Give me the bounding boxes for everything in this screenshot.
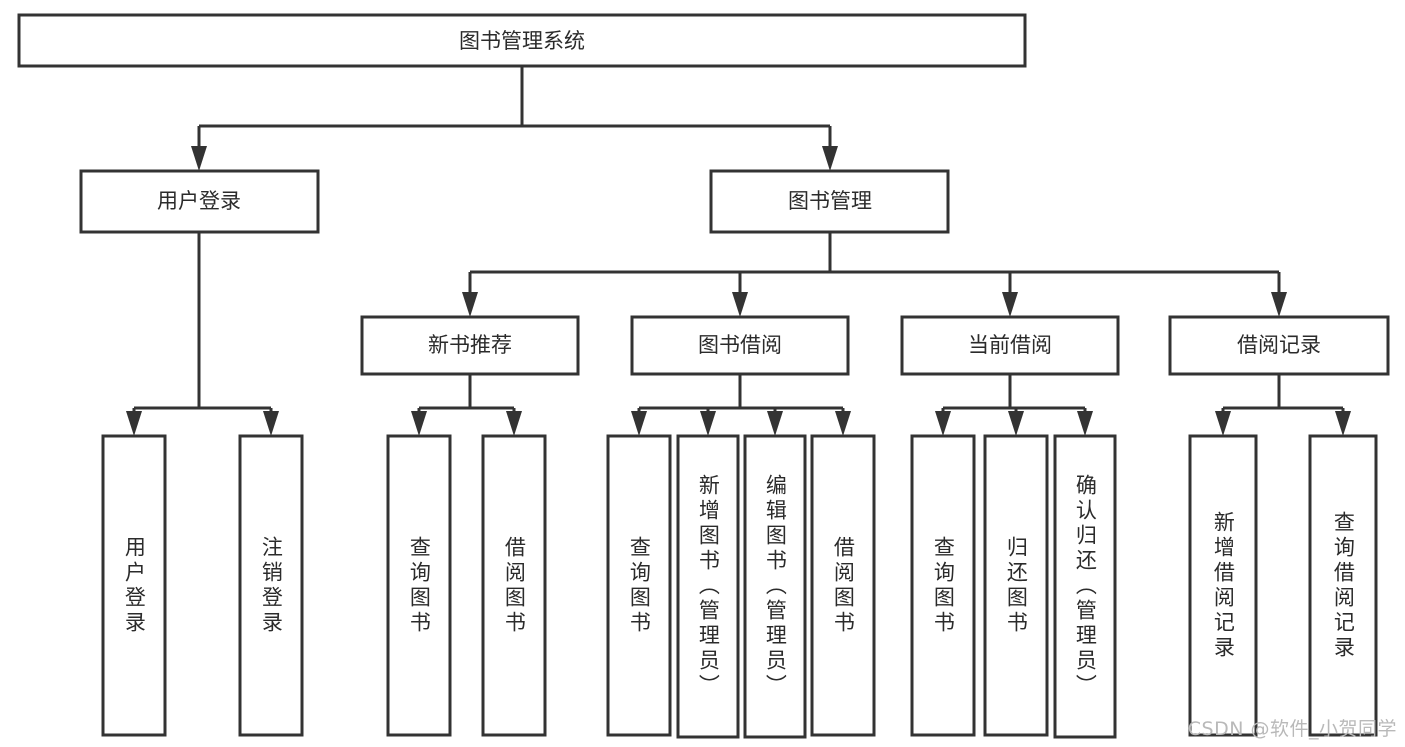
leaf-confirm-return-box[interactable] [1053,434,1117,739]
arrow-head-icon [506,411,522,436]
connector-currentborrow-to-leaves [935,374,1093,436]
leaf-return-book-box[interactable] [983,434,1049,737]
leaf-query-book-b-box[interactable] [606,434,672,737]
node-book-borrow-box[interactable] [630,315,850,376]
connector-userlogin-to-leaves [126,232,279,436]
arrow-head-icon [1077,411,1093,436]
node-current-borrow[interactable]: 当前借阅 [900,315,1120,376]
arrow-head-icon [1002,292,1018,317]
arrow-head-icon [191,146,207,171]
leaf-user-login-box[interactable] [101,434,167,737]
connector-root-to-level2 [191,66,838,171]
leaf-add-book-box[interactable] [676,434,740,739]
node-new-book-recommend[interactable]: 新书推荐 [360,315,580,376]
leaf-query-book-c-box[interactable] [910,434,976,737]
node-root-label: 图书管理系统 [459,29,585,53]
arrow-head-icon [767,411,783,436]
node-borrow-record[interactable]: 借阅记录 [1168,315,1390,376]
arrow-head-icon [126,411,142,436]
node-root-box[interactable] [17,13,1027,68]
arrow-head-icon [1335,411,1351,436]
node-borrow-record-box[interactable] [1168,315,1390,376]
connector-bookborrow-to-leaves [631,374,851,436]
leaf-add-record-box[interactable] [1188,434,1258,737]
arrow-head-icon [822,146,838,171]
node-new-book-recommend-label: 新书推荐 [428,333,512,357]
arrow-head-icon [263,411,279,436]
arrow-head-icon [411,411,427,436]
node-book-manage[interactable]: 图书管理 [709,169,950,234]
arrow-head-icon [935,411,951,436]
connector-newbook-to-leaves [411,374,522,436]
node-new-book-recommend-box[interactable] [360,315,580,376]
node-root[interactable]: 图书管理系统 [17,13,1027,68]
watermark: CSDN @软件_小贺同学 [1187,718,1397,740]
leaf-logout-box[interactable] [238,434,304,737]
node-user-login-box[interactable] [79,169,320,234]
arrow-head-icon [1271,292,1287,317]
node-book-manage-label: 图书管理 [788,189,872,213]
node-current-borrow-label: 当前借阅 [968,333,1052,357]
node-borrow-record-label: 借阅记录 [1237,333,1321,357]
node-user-login[interactable]: 用户登录 [79,169,320,234]
arrow-head-icon [700,411,716,436]
arrow-head-icon [732,292,748,317]
arrow-head-icon [1008,411,1024,436]
node-book-manage-box[interactable] [709,169,950,234]
arrow-head-icon [631,411,647,436]
leaf-query-record-box[interactable] [1308,434,1378,737]
leaf-edit-book-box[interactable] [743,434,807,739]
node-book-borrow[interactable]: 图书借阅 [630,315,850,376]
leaf-query-book-a-box[interactable] [386,434,452,737]
node-user-login-label: 用户登录 [157,189,241,213]
node-current-borrow-box[interactable] [900,315,1120,376]
connector-bookmanage-to-level3 [462,232,1287,317]
leaf-box-group [101,434,1378,739]
node-book-borrow-label: 图书借阅 [698,333,782,357]
arrow-head-icon [462,292,478,317]
connector-borrowrecord-to-leaves [1215,374,1351,436]
leaf-borrow-book-b-box[interactable] [810,434,876,737]
arrow-head-icon [1215,411,1231,436]
arrow-head-icon [835,411,851,436]
leaf-borrow-book-a-box[interactable] [481,434,547,737]
